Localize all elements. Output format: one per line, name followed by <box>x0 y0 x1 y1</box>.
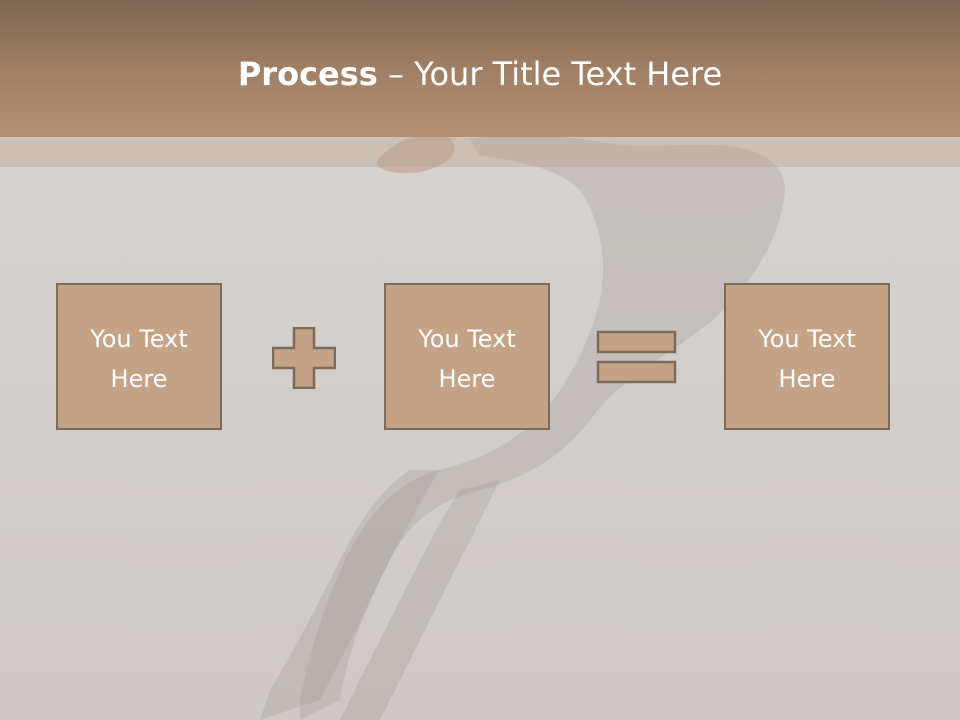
title-banner <box>0 0 960 137</box>
process-box-3-line2: Here <box>778 364 836 393</box>
slide-title-rest: Your Title Text Here <box>414 55 723 93</box>
process-box-1-text: You Text Here <box>90 315 188 399</box>
slide-title-bold: Process <box>237 55 378 93</box>
process-box-3-line1: You Text <box>758 324 856 353</box>
equals-icon <box>596 330 677 384</box>
process-box-3[interactable]: You Text Here <box>724 283 890 430</box>
process-box-2[interactable]: You Text Here <box>384 283 550 430</box>
process-box-3-text: You Text Here <box>758 315 856 399</box>
process-box-2-line1: You Text <box>418 324 516 353</box>
slide-title-dash: – <box>377 55 415 93</box>
process-box-1[interactable]: You Text Here <box>56 283 222 430</box>
process-box-2-line2: Here <box>438 364 496 393</box>
process-box-2-text: You Text Here <box>418 315 516 399</box>
process-box-1-line2: Here <box>110 364 168 393</box>
slide-title: Process – Your Title Text Here <box>0 52 960 96</box>
title-banner-strip <box>0 137 960 167</box>
process-box-1-line1: You Text <box>90 324 188 353</box>
plus-icon <box>272 327 336 389</box>
